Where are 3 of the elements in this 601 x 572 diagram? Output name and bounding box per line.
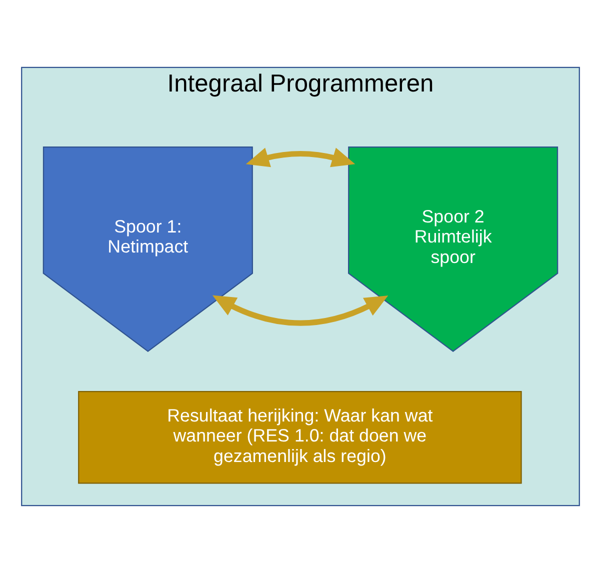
node-box: Resultaat herijking: Waar kan wat wanneer (RES 1.0: dat doen we gezamenlijk als regio): [78, 390, 522, 484]
arrow: [212, 294, 388, 326]
arrow: [246, 147, 356, 167]
